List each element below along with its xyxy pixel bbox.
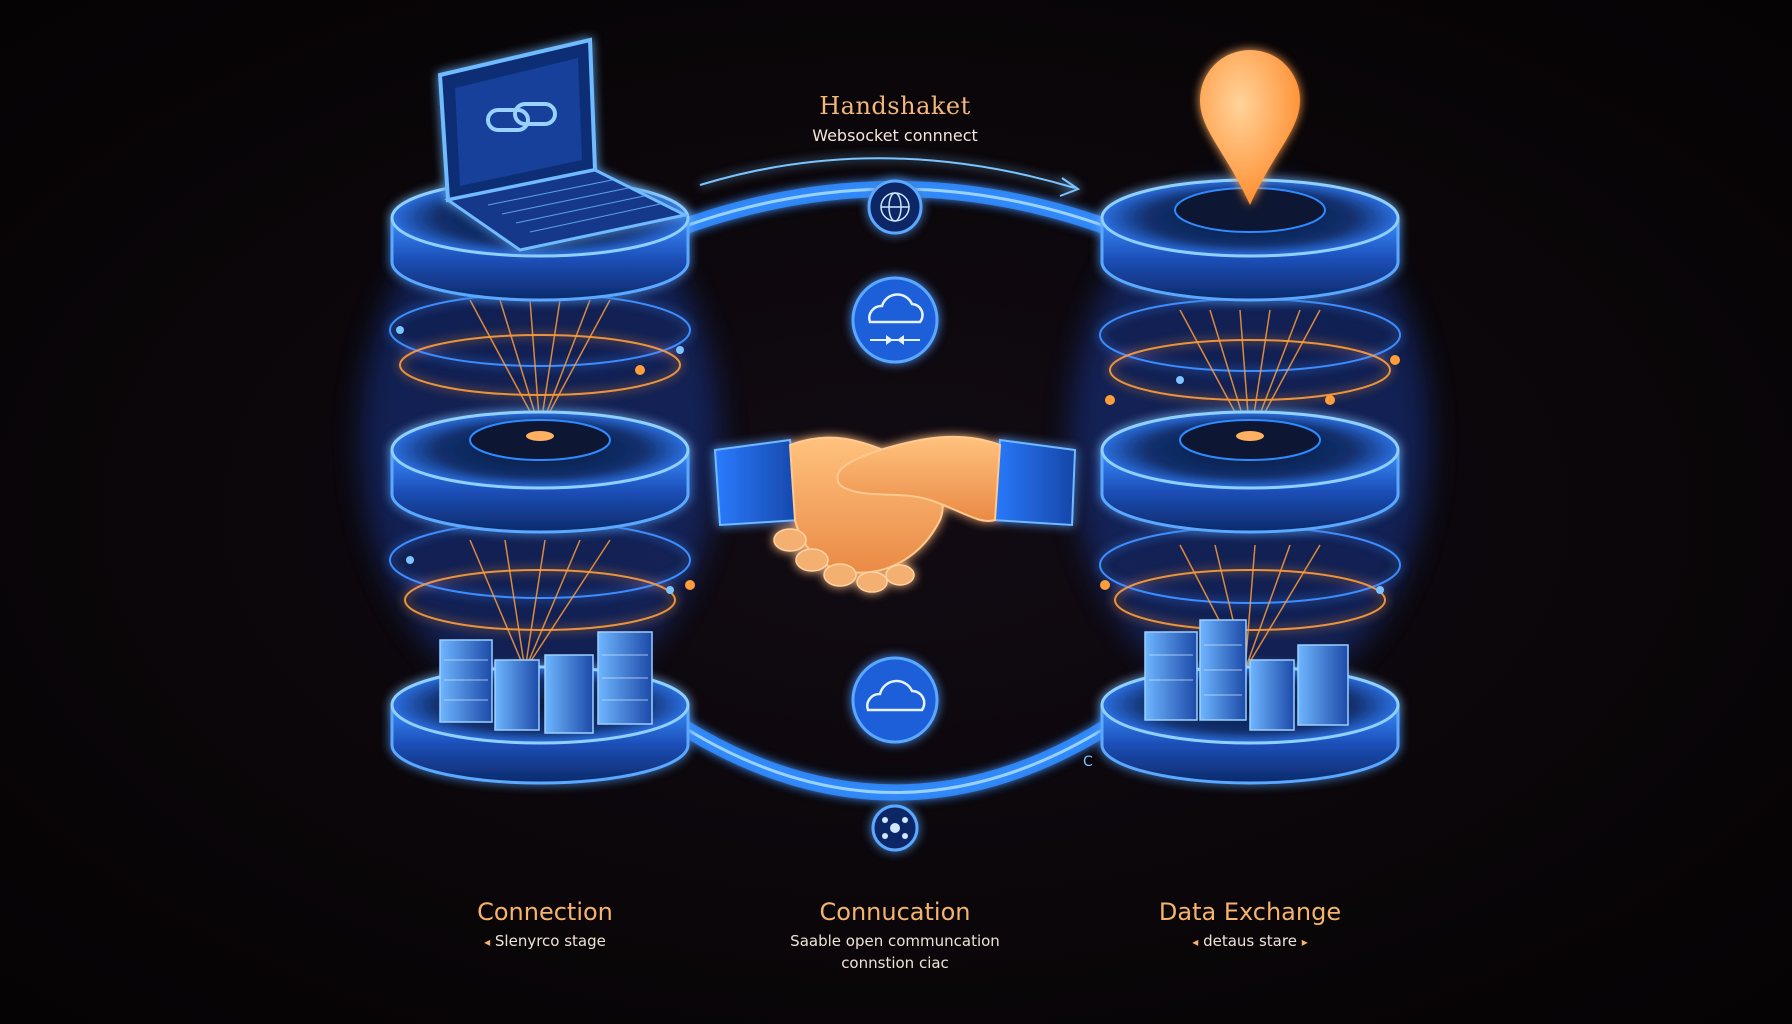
stage-title-connection: Connection [477, 898, 613, 926]
laptop-icon [437, 37, 690, 252]
stage-title-data-exchange: Data Exchange [1158, 898, 1342, 926]
right-column [1099, 50, 1401, 785]
left-node-dots [396, 326, 695, 594]
stage-desc-communication-line2: connstion ciac [841, 954, 949, 972]
ring-mark: C [1083, 754, 1093, 770]
right-disk-top [1100, 178, 1400, 302]
top-subtitle: Websocket connnect [812, 126, 978, 145]
left-server-racks [439, 631, 653, 734]
location-pin-icon [1200, 50, 1300, 205]
stage-desc-data-exchange: ◂ detaus stare ▸ [1192, 932, 1308, 950]
stage-title-communication: Connucation [819, 898, 971, 926]
left-arrow: ◂ [1192, 935, 1199, 949]
globe-icon [867, 179, 923, 235]
left-disk-middle [390, 410, 690, 534]
right-disk-middle [1100, 410, 1400, 534]
right-server-racks [1144, 619, 1349, 731]
top-title: Handshaket [819, 92, 971, 120]
handshake-icon [713, 435, 1077, 593]
right-arrow: ▸ [1301, 935, 1308, 949]
left-column [389, 37, 695, 785]
chain-link-icon [486, 102, 557, 132]
right-node-dots [1100, 355, 1400, 594]
stage-desc-communication-line1: Saable open communcation [790, 932, 1000, 950]
left-arrow: ◂ [484, 935, 491, 949]
stage-desc-connection: ◂ Slenyrco stage [484, 932, 606, 950]
cloud-sync-icon [851, 276, 939, 364]
network-hub-icon [871, 804, 919, 852]
cloud-icon [851, 656, 939, 744]
left-energy-beams [469, 299, 611, 671]
